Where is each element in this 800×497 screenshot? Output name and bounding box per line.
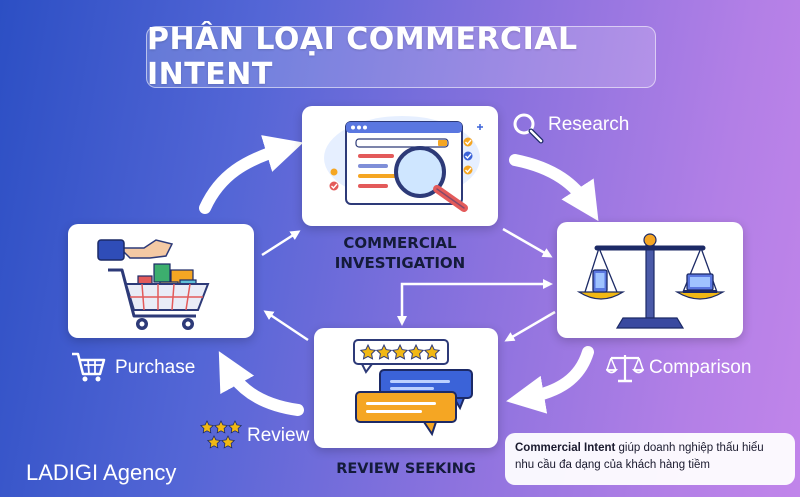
- arrow-purchase-to-investigation: [199, 135, 304, 214]
- thin-arrow-investigation-comparison: [502, 227, 553, 258]
- note-bold: Commercial Intent: [515, 442, 616, 454]
- balance-scale-illustration: [576, 233, 726, 329]
- title-banner: PHÂN LOẠI COMMERCIAL INTENT: [146, 22, 656, 92]
- magnifier-browser-illustration: [324, 116, 483, 212]
- scale-icon: [606, 355, 644, 383]
- thin-arrow-comparison-review: [504, 310, 556, 342]
- search-icon: [513, 113, 544, 144]
- arrow-review-to-purchase: [218, 351, 304, 416]
- brand-label: LADIGI Agency: [26, 460, 177, 485]
- stars-icon: [200, 420, 243, 449]
- shopping-cart-illustration: [97, 239, 210, 330]
- note-text: giúp doanh nghiệp thấu hiểu: [615, 442, 764, 454]
- note-line-2: nhu cầu đa dạng của khách hàng tiềm: [515, 459, 711, 471]
- card-review-seeking: [314, 328, 498, 448]
- card-purchase: [68, 224, 254, 338]
- card-commercial-investigation: [302, 106, 498, 226]
- card-comparison: [557, 222, 743, 338]
- arrow-investigation-to-comparison: [509, 154, 599, 222]
- side-label-comparison: Comparison: [649, 357, 752, 378]
- side-label-purchase: Purchase: [115, 357, 196, 378]
- thin-arrow-purchase-investigation: [261, 230, 301, 257]
- thin-arrow-review-comparison-loop: [400, 279, 553, 323]
- side-label-review: Review: [247, 425, 310, 446]
- node-label-investigation: COMMERCIAL INVESTIGATION: [334, 234, 466, 272]
- cart-icon: [72, 352, 106, 382]
- page-title: PHÂN LOẠI COMMERCIAL INTENT: [147, 22, 578, 92]
- note-box: Commercial Intent giúp doanh nghiệp thấu…: [505, 433, 795, 485]
- note-line-1: Commercial Intent giúp doanh nghiệp thấu…: [515, 440, 787, 457]
- arrow-comparison-to-review: [506, 346, 594, 414]
- thin-arrow-review-purchase: [263, 310, 309, 342]
- side-label-research: Research: [548, 114, 630, 135]
- node-label-review-seeking: REVIEW SEEKING: [336, 461, 476, 477]
- review-bubbles-illustration: [353, 339, 473, 437]
